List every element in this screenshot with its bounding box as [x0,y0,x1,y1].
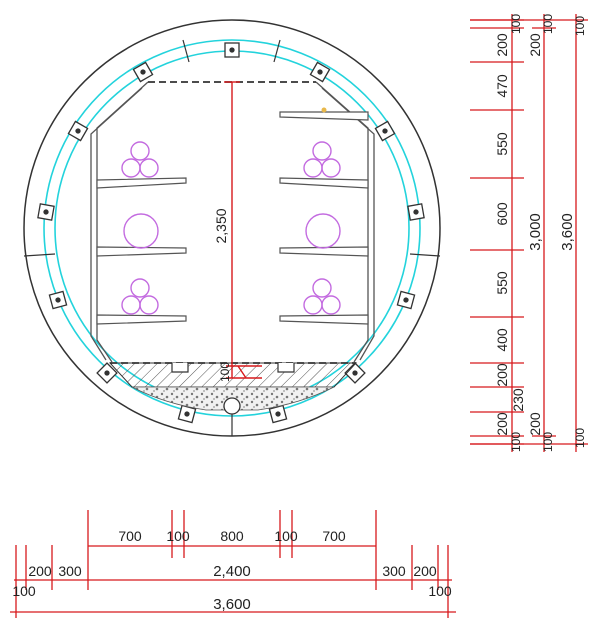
drain-notch-right [277,363,295,373]
right-dim-seg-200-top: 200 [494,33,510,57]
drain-pipe [223,397,241,415]
left-cable-shelves [96,177,187,325]
right-dim-seg-550-upper: 550 [494,132,510,156]
right-dim-seg-400: 400 [494,328,510,352]
inner-lining [90,81,375,363]
right-dim-seg-230: 230 [510,388,526,412]
cables [121,141,341,315]
bottom-dimension-lines [10,510,456,618]
bottom-dim-row3-100-right: 100 [428,583,452,599]
right-dim-inner-bottom-mid: 200 [527,412,543,436]
center-height-dimension [224,81,262,379]
bottom-dim-row2-200-right: 200 [413,563,437,579]
right-dim-seg-470: 470 [494,74,510,98]
bottom-dim-row1-800: 800 [220,528,244,544]
right-dim-inner-top-small: 100 [541,14,555,34]
bottom-dim-row2-200-left: 200 [28,563,52,579]
right-dim-outer-bottom-small: 100 [573,428,587,448]
right-dim-seg-200-bottom: 200 [494,412,510,436]
center-height-label: 2,350 [213,208,229,243]
right-dim-bottom-small: 100 [509,432,523,452]
right-dim-seg-600: 600 [494,202,510,226]
segment-joints [23,39,441,436]
right-dim-top-small: 100 [509,14,523,34]
small-fitting [321,107,327,113]
bottom-dim-row2-2400: 2,400 [213,563,251,580]
bottom-dim-row1-700-right: 700 [322,528,346,544]
bottom-dim-total: 3,600 [213,596,251,613]
right-dim-mid-total: 3,000 [527,213,544,251]
bottom-dim-row3-100-left: 100 [12,583,36,599]
right-dim-seg-550-lower: 550 [494,271,510,295]
right-dim-inner-top-mid: 200 [527,33,543,57]
right-dim-outer-total: 3,600 [559,213,576,251]
bottom-dim-row2-300-right: 300 [382,563,406,579]
center-small-label: 100 [218,362,232,382]
right-dimension-lines [470,14,588,452]
bottom-dim-row2-300-left: 300 [58,563,82,579]
right-dim-outer-top-small: 100 [573,16,587,36]
right-dim-seg-200-mid: 200 [494,363,510,387]
bottom-dim-row1-100-left: 100 [166,528,190,544]
right-dim-inner-bottom-small: 100 [541,432,555,452]
segment-bolts [37,42,425,424]
right-cable-shelves [279,111,369,325]
bottom-dim-row1-700-left: 700 [118,528,142,544]
drain-notch-left [171,363,189,373]
bottom-dim-row1-100-right: 100 [274,528,298,544]
